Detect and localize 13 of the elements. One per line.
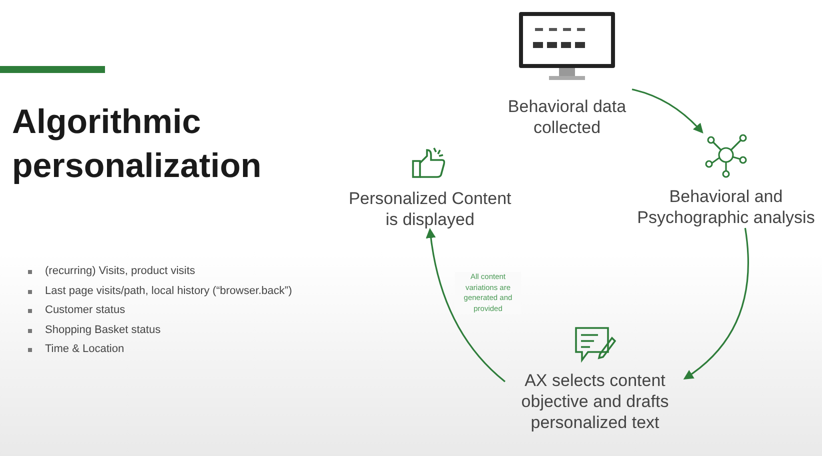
bullet-text: Time & Location: [45, 342, 124, 357]
step-label: Personalized Content is displayed: [348, 188, 512, 230]
slide-title: Algorithmic personalization: [12, 102, 262, 187]
bullet-text: (recurring) Visits, product visits: [45, 264, 196, 279]
bullet-text: Shopping Basket status: [45, 322, 161, 338]
step-label: Behavioral data collected: [506, 96, 628, 138]
curved-arrow: [426, 228, 506, 382]
bullet-text: Customer status: [45, 303, 126, 318]
bullet-text: Last page visits/path, local history (“browser.back”): [45, 284, 292, 298]
step-label: Behavioral and Psychographic analysis: [636, 186, 816, 228]
curved-arrow: [683, 228, 749, 380]
step-label: AX selects content objective and drafts personalized text: [520, 370, 670, 433]
curved-arrow: [632, 88, 704, 134]
